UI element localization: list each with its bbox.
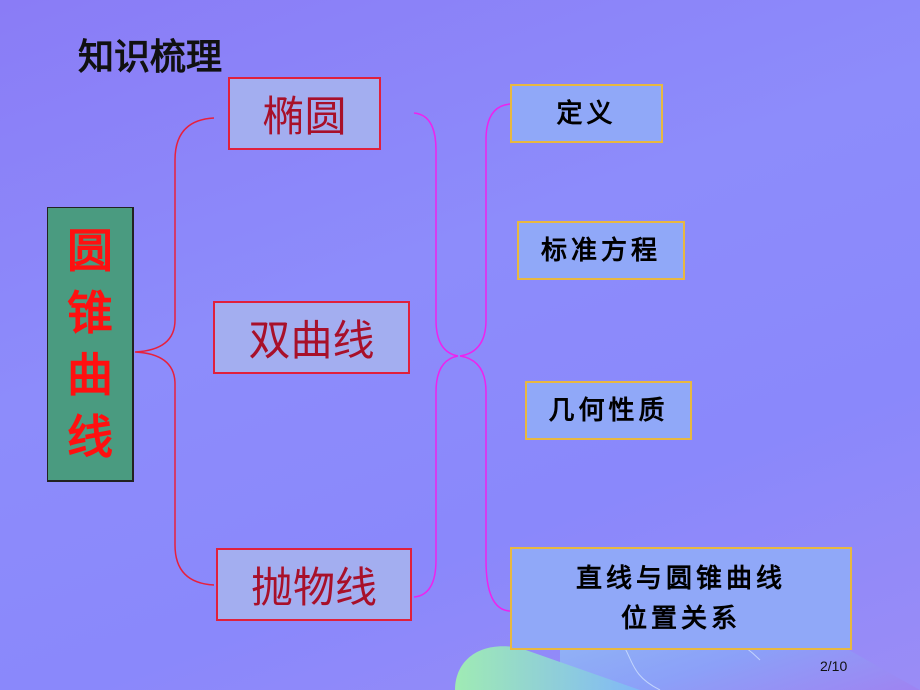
slide-title: 知识梳理 <box>78 36 223 78</box>
node-parabola[interactable]: 抛物线 <box>216 548 412 621</box>
node-label: 双曲线 <box>248 316 375 365</box>
topic-label: 标准方程 <box>540 235 661 266</box>
root-char: 曲 <box>67 348 113 402</box>
topic-geometric-properties[interactable]: 几何性质 <box>525 381 692 440</box>
root-char: 锥 <box>67 286 113 340</box>
topic-definition[interactable]: 定义 <box>510 84 663 143</box>
node-hyperbola[interactable]: 双曲线 <box>213 301 410 374</box>
topic-label-line1: 直线与圆锥曲线 <box>575 563 786 594</box>
page-number: 2/10 <box>820 658 848 674</box>
topic-standard-equation[interactable]: 标准方程 <box>517 221 685 280</box>
root-node-conic-sections[interactable]: 圆 锥 曲 线 <box>47 207 134 482</box>
topic-label: 定义 <box>556 98 617 129</box>
node-label: 抛物线 <box>250 563 377 612</box>
topic-label: 几何性质 <box>548 395 669 426</box>
topic-line-conic-relationship[interactable]: 直线与圆锥曲线 位置关系 <box>510 547 852 650</box>
topic-label-line2: 位置关系 <box>620 603 741 634</box>
root-char: 圆 <box>67 224 113 278</box>
left-bracket <box>134 117 215 586</box>
root-char: 线 <box>67 410 113 464</box>
node-label: 椭圆 <box>262 92 347 141</box>
node-ellipse[interactable]: 椭圆 <box>228 77 381 150</box>
